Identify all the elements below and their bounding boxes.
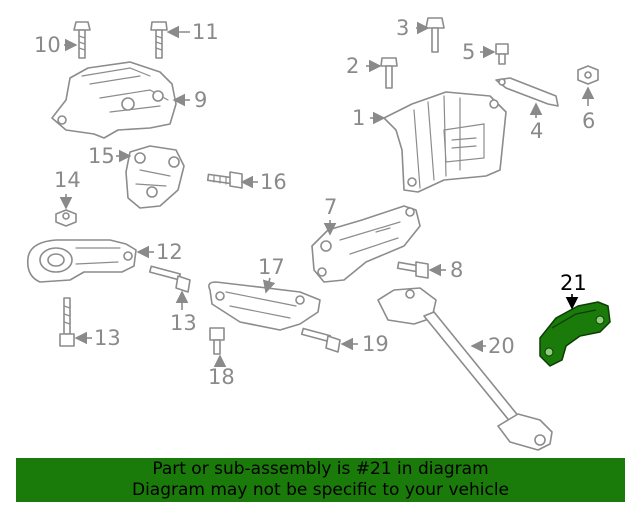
callout-3: 3 (396, 16, 409, 40)
roll-restrictor-part-20 (377, 287, 553, 451)
bolt-part-13-upper (148, 265, 191, 293)
bolt-part-2 (380, 57, 398, 89)
callout-21-highlighted: 21 (560, 271, 587, 295)
bolt-part-3 (425, 17, 445, 53)
callout-10: 10 (34, 33, 61, 57)
bolt-part-18 (209, 327, 225, 355)
bracket-part-21-highlighted (539, 301, 611, 367)
bolt-part-11 (150, 21, 168, 59)
callout-18: 18 (208, 365, 235, 389)
bolt-part-5 (495, 43, 509, 65)
banner-line-disclaimer: Diagram may not be specific to your vehi… (131, 480, 509, 500)
callout-16: 16 (260, 170, 287, 194)
bolt-part-13-lower (59, 297, 75, 347)
link-part-4 (495, 77, 559, 107)
bolt-part-19 (300, 327, 341, 353)
callout-15: 15 (88, 144, 115, 168)
bolt-part-16 (206, 171, 243, 189)
mount-bracket-part-7 (311, 205, 421, 283)
callout-14: 14 (54, 168, 81, 192)
callout-1: 1 (352, 106, 365, 130)
bolt-part-10 (73, 21, 91, 59)
heat-shield-part-17 (208, 281, 321, 331)
callout-9: 9 (194, 88, 207, 112)
callout-13-upper: 13 (170, 311, 197, 335)
torque-strut-part-12 (26, 239, 137, 283)
callout-6: 6 (582, 109, 595, 133)
callout-7: 7 (324, 195, 337, 219)
part-info-banner: Part or sub-assembly is #21 in diagram D… (16, 458, 625, 502)
callout-19: 19 (362, 332, 389, 356)
parts-diagram: 10 11 9 15 16 14 12 13 13 3 2 5 1 4 6 7 … (26, 16, 611, 451)
nut-part-14 (55, 209, 77, 227)
callout-11: 11 (192, 20, 219, 44)
callout-12: 12 (156, 240, 183, 264)
bolt-part-8 (396, 261, 429, 279)
transmission-mount-part-1 (383, 91, 507, 193)
bracket-part-15 (125, 145, 185, 209)
callout-13-lower: 13 (94, 326, 121, 350)
callout-4: 4 (530, 119, 543, 143)
engine-mount-part-9 (51, 61, 177, 139)
callout-17: 17 (258, 255, 285, 279)
callout-2: 2 (346, 54, 359, 78)
callout-8: 8 (450, 258, 463, 282)
callout-20: 20 (488, 334, 515, 358)
nut-part-6 (577, 65, 599, 85)
banner-line-part-number: Part or sub-assembly is #21 in diagram (152, 459, 489, 479)
callout-5: 5 (462, 40, 475, 64)
